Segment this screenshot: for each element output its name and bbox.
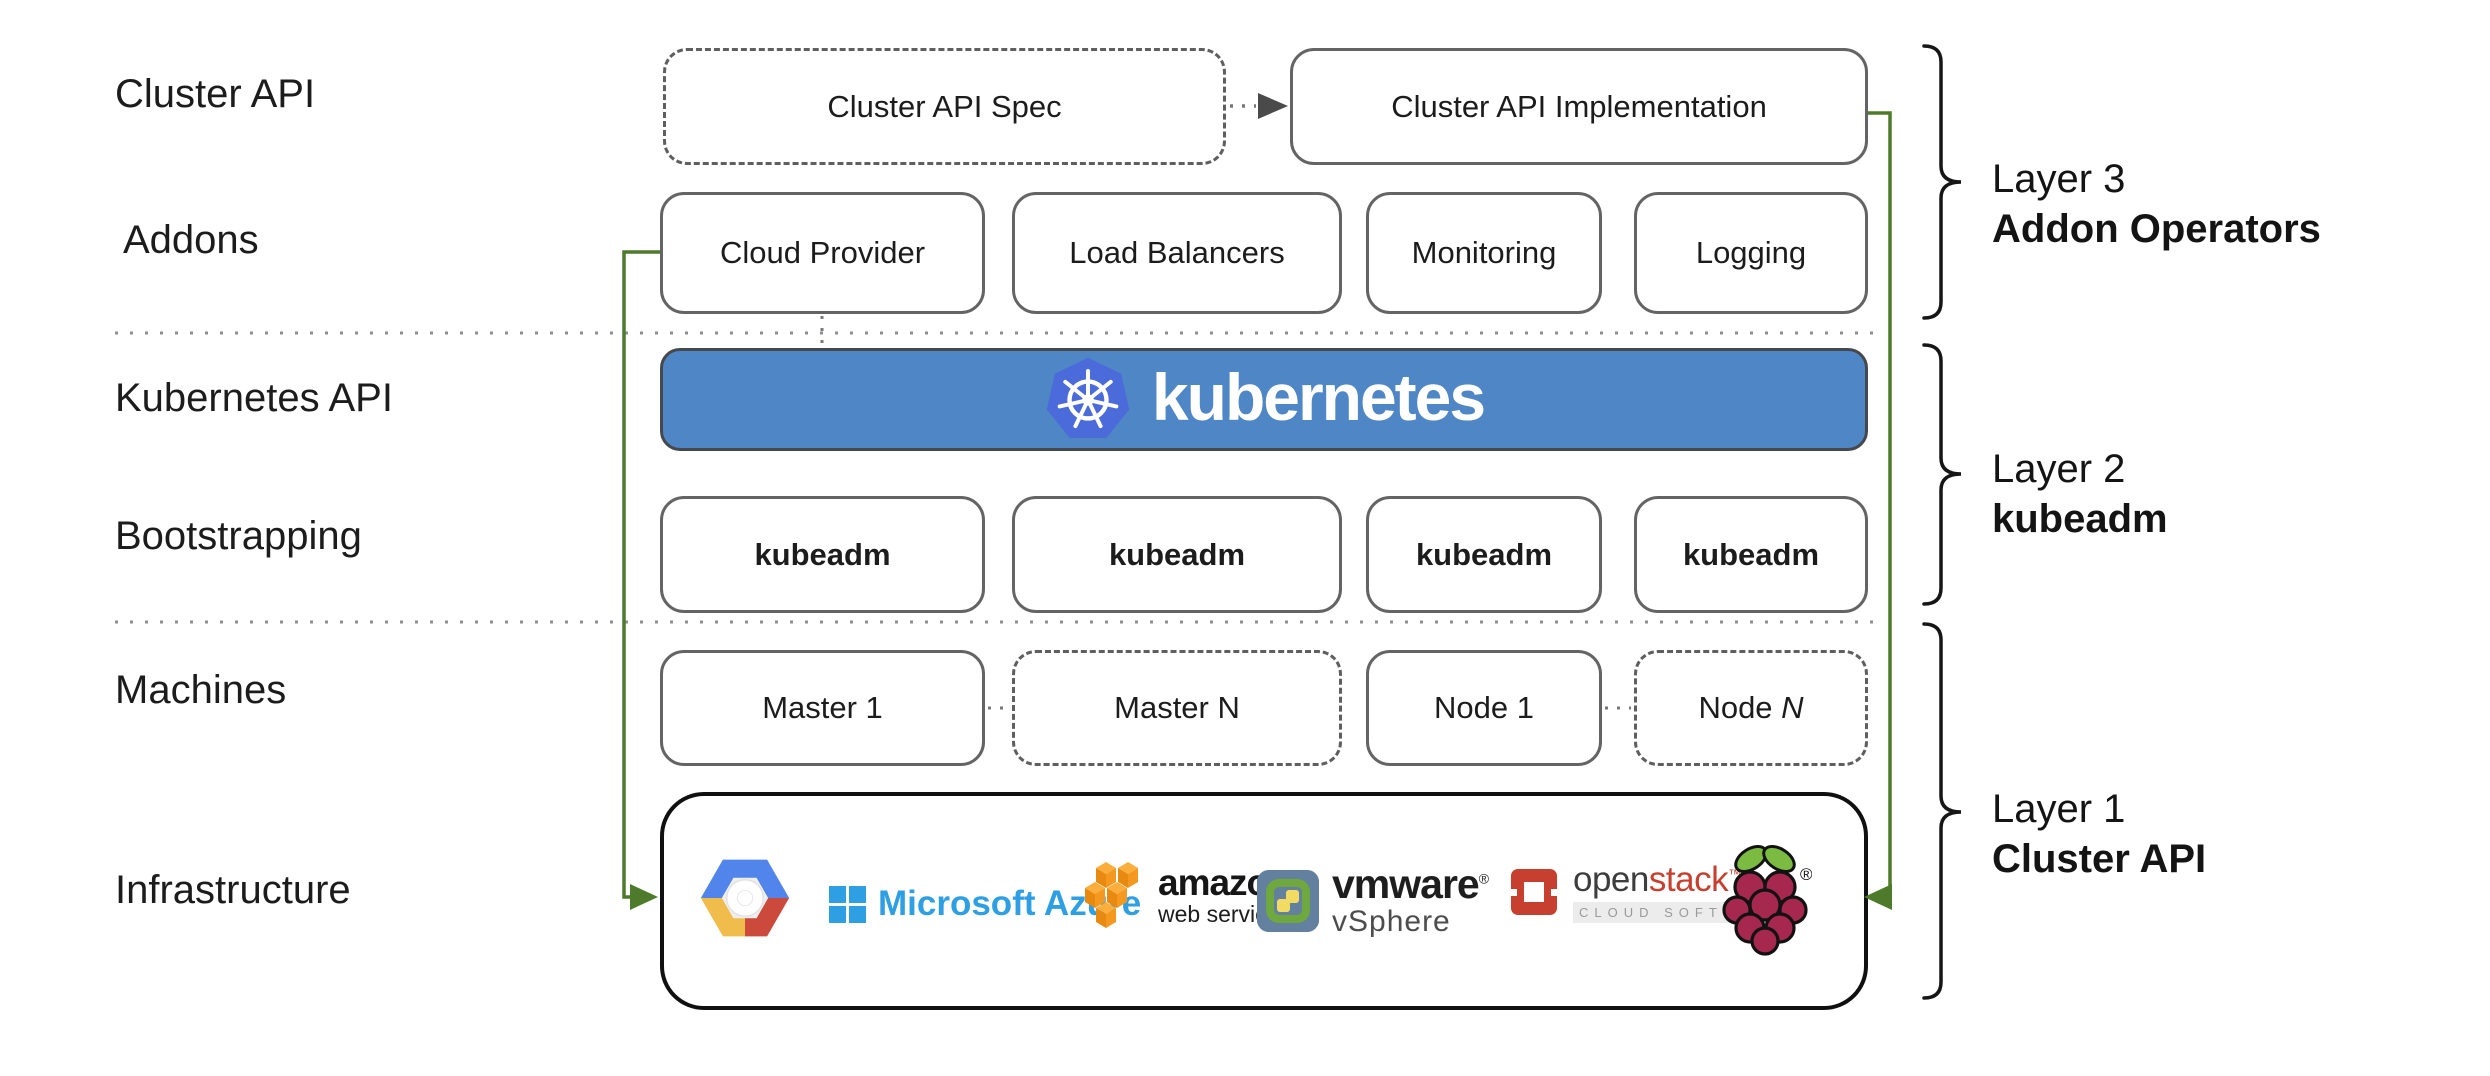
vmware-wordmark: vmware® vSphere (1332, 861, 1489, 938)
microsoft-window-icon (829, 885, 866, 923)
layer-2-title: Layer 2 (1992, 447, 2126, 491)
layer-1-brace (1922, 622, 1962, 1000)
aws-cubes-icon (1085, 862, 1138, 928)
addon-box-load-balancers: Load Balancers (1012, 192, 1342, 314)
infrastructure-providers-box: Microsoft Azure amazon web services (660, 792, 1868, 1010)
row-label-addons: Addons (123, 218, 259, 262)
kubernetes-wheel-rim (1067, 378, 1109, 421)
implementation-to-infrastructure-line (1868, 111, 1892, 899)
right-green-arrowhead (1864, 884, 1892, 910)
layer-2-brace (1922, 343, 1962, 606)
addon-box-logging: Logging (1634, 192, 1868, 314)
kubeadm-box-3: kubeadm (1366, 496, 1602, 613)
kubernetes-wheel-icon (1046, 357, 1130, 438)
layer-2-label: Layer 2 kubeadm (1992, 444, 2168, 544)
kubernetes-wordmark: kubernetes (1151, 359, 1486, 434)
raspberry-leaves (1734, 845, 1796, 873)
cloud-provider-to-infrastructure-line (622, 250, 660, 899)
machine-box-master-1: Master 1 (660, 650, 985, 766)
addon-box-monitoring: Monitoring (1366, 192, 1602, 314)
cluster-api-spec-box: Cluster API Spec (663, 48, 1226, 165)
vmware-title: vmware® (1332, 861, 1489, 907)
openstack-title-stack: stack (1648, 860, 1729, 899)
cluster-api-implementation-box: Cluster API Implementation (1290, 48, 1868, 165)
layer-1-subtitle: Cluster API (1992, 837, 2207, 881)
layer-3-subtitle: Addon Operators (1992, 207, 2321, 251)
layer-3-label: Layer 3 Addon Operators (1992, 154, 2321, 254)
node-n-prefix: Node (1698, 690, 1782, 725)
layer-2-subtitle: kubeadm (1992, 497, 2168, 541)
google-cloud-logo (697, 850, 793, 946)
vmware-vsphere-logo: vmware® vSphere (1256, 861, 1489, 938)
raspberry-pi-icon: ® (1722, 845, 1812, 956)
node-n-label: Node N (1698, 690, 1803, 726)
raspberry-registered-mark: ® (1800, 865, 1812, 884)
node-n-italic-suffix: N (1781, 690, 1804, 725)
machine-box-node-n: Node N (1634, 650, 1868, 766)
kubeadm-box-4: kubeadm (1634, 496, 1868, 613)
raspberry-pi-logo: ® (1722, 838, 1812, 958)
kubernetes-wheel-spokes (1057, 368, 1119, 428)
row-label-machines: Machines (115, 668, 287, 712)
vmware-subtitle: vSphere (1332, 905, 1451, 938)
machine-box-node-1: Node 1 (1366, 650, 1602, 766)
spec-to-implementation-arrowhead (1258, 93, 1288, 119)
vmware-title-text: vmware (1332, 861, 1480, 907)
vmware-registered-mark: ® (1478, 870, 1489, 887)
openstack-icon (1509, 868, 1559, 915)
kubernetes-api-bar: kubernetes (660, 348, 1868, 451)
layer-1-label: Layer 1 Cluster API (1992, 784, 2206, 884)
row-label-kubernetes-api: Kubernetes API (115, 376, 393, 420)
kubernetes-wheel-hub (1082, 393, 1094, 406)
vsphere-icon (1257, 869, 1319, 932)
raspberry-berry (1722, 870, 1808, 956)
row-label-cluster-api: Cluster API (115, 72, 316, 116)
addon-box-cloud-provider: Cloud Provider (660, 192, 985, 314)
row-label-infrastructure: Infrastructure (115, 868, 351, 912)
kubeadm-box-1: kubeadm (660, 496, 985, 613)
google-cloud-hexagon-icon (700, 859, 790, 937)
openstack-title-open: open (1573, 860, 1649, 899)
machine-box-master-n: Master N (1012, 650, 1342, 766)
layer-1-title: Layer 1 (1992, 787, 2126, 831)
kubeadm-box-2: kubeadm (1012, 496, 1342, 613)
row-label-bootstrapping: Bootstrapping (115, 514, 362, 558)
layer-3-brace (1922, 44, 1962, 320)
left-green-arrowhead (630, 884, 658, 910)
aws-cube (1085, 862, 1138, 928)
layer-3-title: Layer 3 (1992, 157, 2126, 201)
